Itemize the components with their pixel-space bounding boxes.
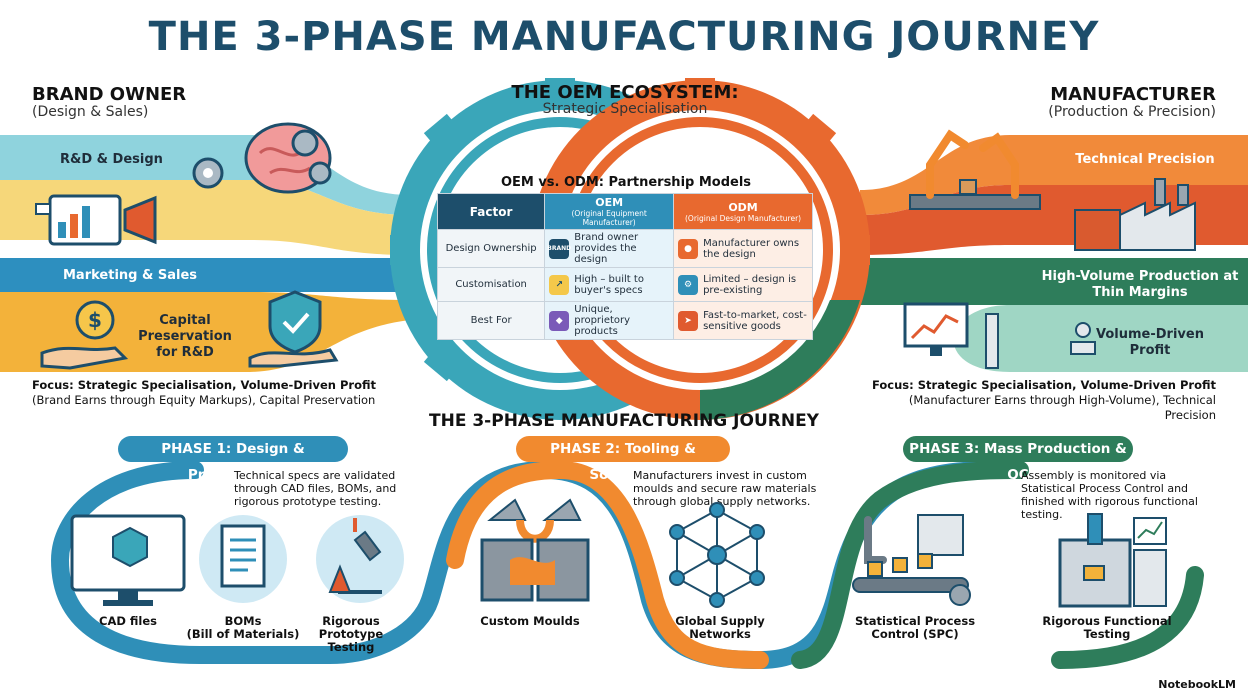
marketing-megaphone-icon <box>35 194 157 246</box>
brain-gear-icon <box>192 122 332 194</box>
table-title: OEM vs. ODM: Partnership Models <box>500 175 752 190</box>
table-row: Customisation ↗ High – built to buyer's … <box>436 267 813 302</box>
row-factor-bestfor: Best For <box>436 301 546 340</box>
header-factor: Factor <box>436 193 546 230</box>
header-odm-sub: (Original Design Manufacturer) <box>684 213 802 223</box>
rocket-icon: ➤ <box>678 310 699 331</box>
coin-hand-icon: $ <box>40 300 129 370</box>
band-highvolume-right <box>860 258 1248 305</box>
brand-owner-subtitle: (Design & Sales) <box>32 104 149 120</box>
supply-network-icon <box>669 502 765 608</box>
journey-title: THE 3-PHASE MANUFACTURING JOURNEY <box>429 411 819 431</box>
label-global-supply: Global Supply Networks <box>675 614 765 641</box>
manufacturer-subtitle: (Production & Precision) <box>1048 104 1216 120</box>
label-functional-testing: Rigorous Functional Testing <box>1042 614 1172 641</box>
band-label-marketing: Marketing & Sales <box>63 268 197 283</box>
brand-owner-focus-rest: (Brand Earns through Equity Markups), Ca… <box>32 393 376 407</box>
band-label-rd: R&D & Design <box>60 152 163 167</box>
label-spc: Statistical Process Control (SPC) <box>854 614 976 641</box>
cell-oem-custom: High – built to buyer's specs <box>574 273 644 296</box>
manufacturer-focus-rest: (Manufacturer Earns through High-Volume)… <box>908 393 1216 422</box>
journey-path-orange <box>446 460 769 669</box>
brand-owner-focus-bold: Focus: Strategic Specialisation, Volume-… <box>32 378 376 392</box>
spc-conveyor-icon <box>852 514 971 606</box>
brand-owner-title: BRAND OWNER <box>32 84 187 105</box>
stamp-icon <box>1070 322 1096 355</box>
robot-arms-icon <box>909 129 1041 210</box>
phase-1-description: Technical specs are validated through CA… <box>234 469 397 508</box>
band-profit-right <box>860 305 1248 372</box>
gear-icon: ⚙ <box>678 274 699 295</box>
header-oem-label: OEM <box>595 196 624 209</box>
brand-tag-icon: BRAND <box>547 238 571 259</box>
phase-3-pill: PHASE 3: Mass Production & QC <box>903 436 1133 483</box>
cell-oem-bestfor: Unique, proprietory products <box>574 304 631 337</box>
svg-text:$: $ <box>88 308 102 332</box>
resize-arrows-icon: ↗ <box>549 274 570 295</box>
microscope-lab-icon <box>316 515 404 603</box>
gear-left-teeth <box>390 78 575 382</box>
manufacturer-title: MANUFACTURER <box>1050 84 1216 105</box>
oem-odm-table: Factor OEM (Original Equipment Manufactu… <box>436 193 813 340</box>
table-row: Design Ownership BRAND Brand owner provi… <box>436 229 813 268</box>
row-factor-custom: Customisation <box>436 267 546 302</box>
ecosystem-title: THE OEM ECOSYSTEM: <box>511 82 739 103</box>
band-marketing-left <box>0 258 410 292</box>
bom-document-icon <box>199 515 287 603</box>
cad-monitor-icon <box>70 514 186 606</box>
label-custom-moulds: Custom Moulds <box>480 614 580 628</box>
shield-hand-icon <box>248 290 339 368</box>
functional-testing-icon <box>1058 513 1167 608</box>
notebooklm-watermark: NotebookLM <box>1158 678 1236 691</box>
person-icon: ● <box>678 238 699 259</box>
phase-2-description: Manufacturers invest in custom moulds an… <box>633 469 817 508</box>
header-oem-sub: (Original Equipment Manufacturer) <box>571 209 647 227</box>
phase-1-pill: PHASE 1: Design & Prototyping <box>118 436 348 483</box>
header-odm: ODM (Original Design Manufacturer) <box>673 193 813 230</box>
header-odm-label: ODM <box>728 200 758 214</box>
phase-2-pill: PHASE 2: Tooling & Sourcing <box>516 436 730 483</box>
journey-path-green <box>791 461 1029 669</box>
band-label-highvolume: High-Volume Production at Thin Margins <box>1041 269 1239 300</box>
cell-odm-custom: Limited – design is pre-existing <box>703 273 797 296</box>
factory-icon <box>1074 178 1196 251</box>
gear-right-teeth <box>685 78 870 265</box>
phase-3-description: Assembly is monitored via Statistical Pr… <box>1021 469 1198 521</box>
cell-odm-bestfor: Fast-to-market, cost-sensitive goods <box>703 309 807 332</box>
journey-path-green-end <box>1051 566 1204 669</box>
gem-icon: ◆ <box>549 310 570 331</box>
band-label-precision: Technical Precision <box>1075 152 1215 167</box>
page-title: THE 3-PHASE MANUFACTURING JOURNEY <box>148 14 1100 60</box>
monitor-chart-icon <box>903 302 999 369</box>
table-row: Best For ◆ Unique, proprietory products … <box>436 301 813 340</box>
band-label-capital: Capital Preservation for R&D <box>138 313 232 360</box>
header-oem: OEM (Original Equipment Manufacturer) <box>544 193 675 230</box>
manufacturer-focus-bold: Focus: Strategic Specialisation, Volume-… <box>872 378 1216 392</box>
band-label-profit: Volume-Driven Profit <box>1096 327 1204 358</box>
custom-moulds-icon <box>480 498 590 602</box>
row-factor-design: Design Ownership <box>436 229 546 268</box>
cell-oem-design: Brand owner provides the design <box>574 232 639 265</box>
ecosystem-subtitle: Strategic Specialisation <box>542 101 708 117</box>
label-prototype-testing: Rigorous Prototype Testing <box>318 614 384 654</box>
cell-odm-design: Manufacturer owns the design <box>703 237 800 260</box>
label-boms: BOMs (Bill of Materials) <box>186 614 300 641</box>
label-cad-files: CAD files <box>99 614 157 628</box>
band-precision-right <box>860 135 1248 215</box>
table-header-row: Factor OEM (Original Equipment Manufactu… <box>436 193 813 230</box>
